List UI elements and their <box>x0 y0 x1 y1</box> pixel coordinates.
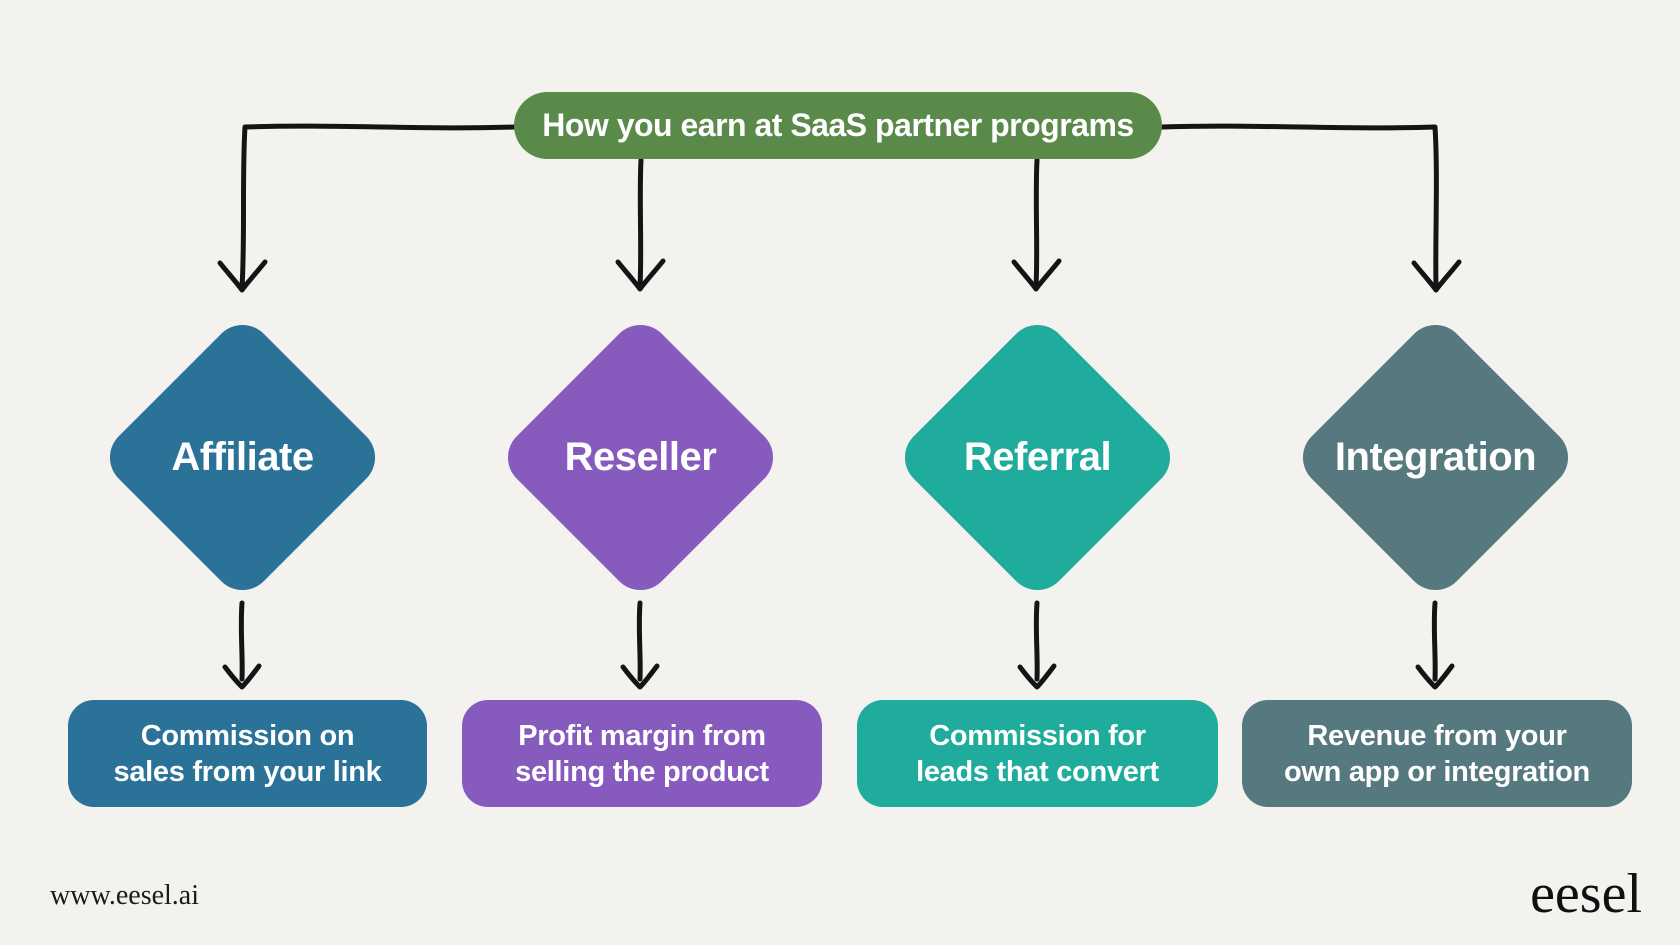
connector-title-to-affiliate <box>239 123 517 290</box>
connector-title-to-referral <box>1033 157 1040 289</box>
arrowhead-integration-bottom-icon <box>1415 663 1455 690</box>
outcome-integration-line-2: own app or integration <box>1284 755 1590 788</box>
outcome-box-referral: Commission for leads that convert <box>857 700 1218 807</box>
arrowhead-integration-top-icon <box>1411 259 1462 293</box>
arrowhead-affiliate-bottom-icon <box>222 663 262 690</box>
node-affiliate: Affiliate <box>97 312 388 603</box>
connector-title-to-integration <box>1159 123 1439 290</box>
title-text: How you earn at SaaS partner programs <box>542 107 1134 143</box>
outcome-box-integration: Revenue from your own app or integration <box>1242 700 1632 807</box>
connector-title-to-reseller <box>637 157 644 289</box>
outcome-referral-line-2: leads that convert <box>916 755 1159 788</box>
arrowhead-referral-bottom-icon <box>1017 663 1057 690</box>
website-url: www.eesel.ai <box>50 880 200 911</box>
arrowhead-reseller-bottom-icon <box>620 663 660 690</box>
node-reseller: Reseller <box>495 312 786 603</box>
outcome-referral-line-1: Commission for <box>929 719 1146 752</box>
arrow-group <box>217 123 1462 690</box>
connector-reseller-to-box <box>636 600 643 682</box>
integration-label: Integration <box>1334 435 1537 479</box>
outcome-box-affiliate: Commission on sales from your link <box>68 700 427 807</box>
connector-referral-to-box <box>1033 600 1040 682</box>
outcome-affiliate-line-1: Commission on <box>140 719 355 752</box>
outcome-affiliate-line-2: sales from your link <box>113 755 382 788</box>
arrowhead-reseller-top-icon <box>615 258 666 292</box>
outcome-box-reseller: Profit margin from selling the product <box>462 700 822 807</box>
title-node: How you earn at SaaS partner programs <box>514 92 1162 159</box>
node-integration: Integration <box>1290 312 1581 603</box>
outcome-reseller-line-1: Profit margin from <box>518 719 766 752</box>
referral-label: Referral <box>963 435 1112 479</box>
connector-affiliate-to-box <box>238 600 245 682</box>
node-referral: Referral <box>892 312 1183 603</box>
arrowhead-referral-top-icon <box>1011 258 1062 292</box>
reseller-label: Reseller <box>564 435 717 479</box>
outcome-reseller-line-2: selling the product <box>515 755 769 788</box>
arrowhead-affiliate-top-icon <box>217 259 268 293</box>
brand-logo: eesel <box>1530 863 1642 925</box>
affiliate-label: Affiliate <box>171 435 314 479</box>
connector-integration-to-box <box>1431 600 1438 682</box>
outcome-integration-line-1: Revenue from your <box>1307 719 1567 752</box>
